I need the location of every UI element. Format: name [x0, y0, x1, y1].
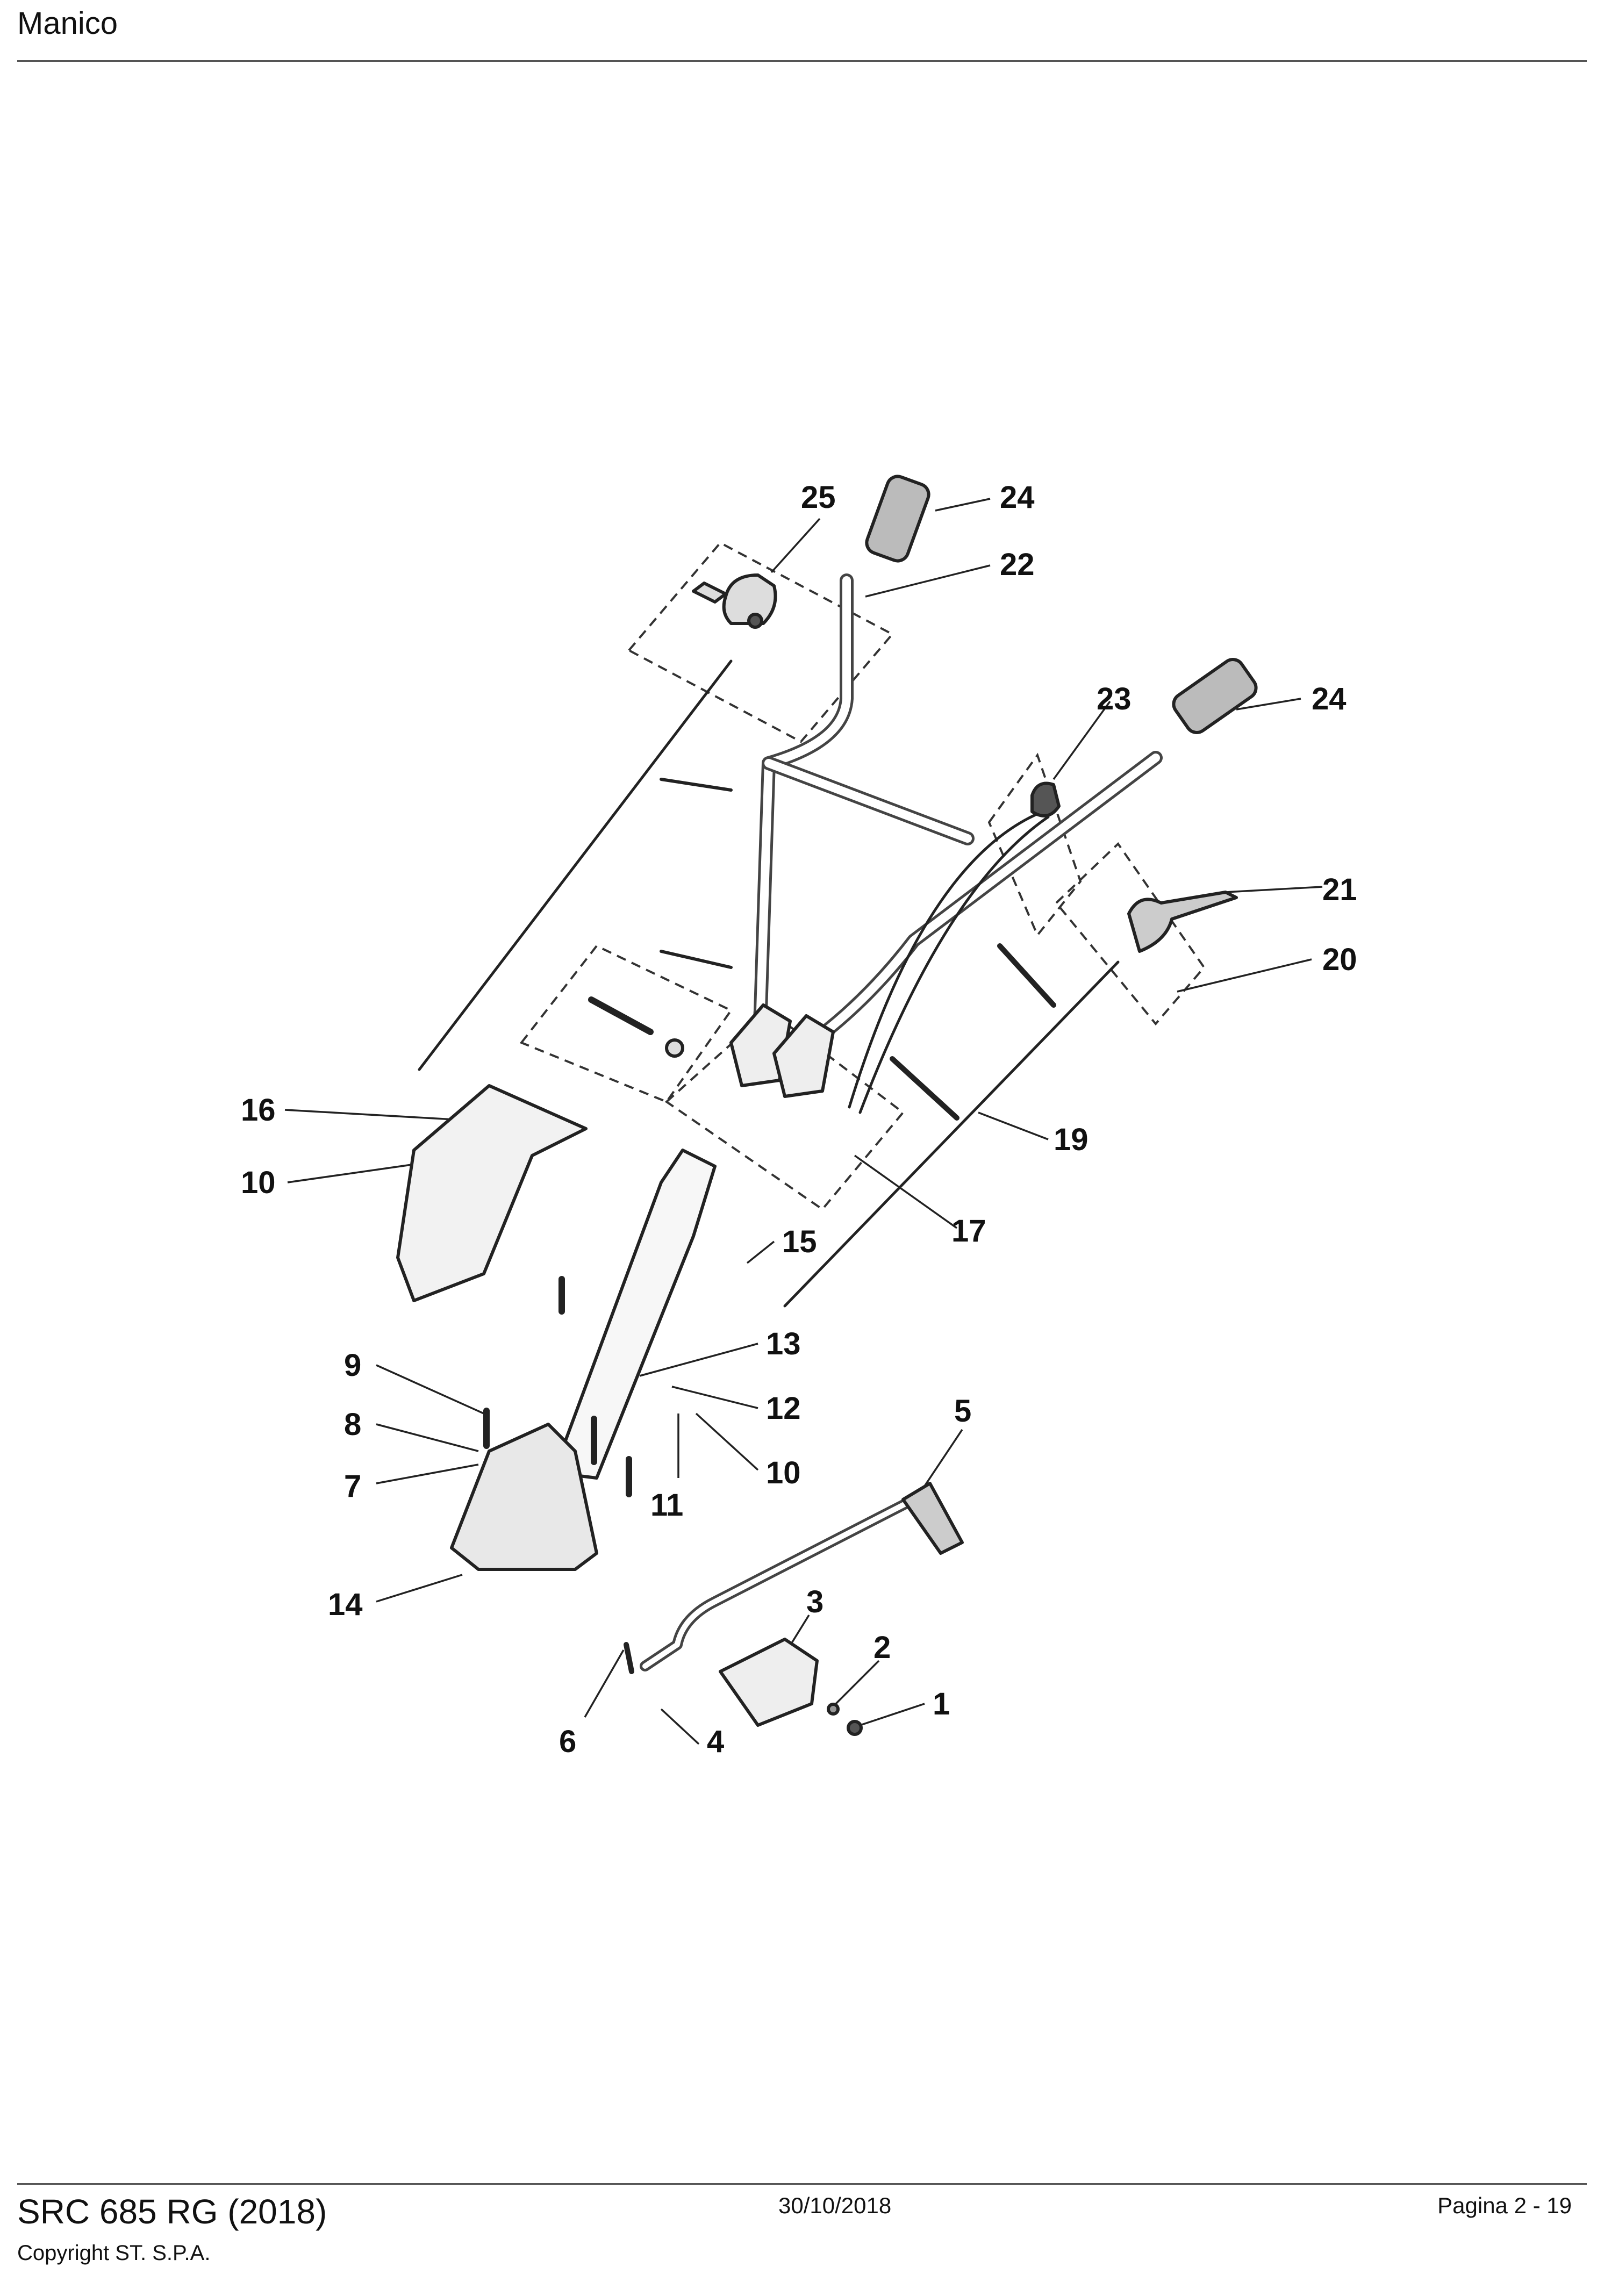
page-title: Manico: [17, 6, 118, 41]
leader-19: [978, 1111, 1049, 1140]
callout-15: 15: [782, 1224, 817, 1259]
leader-8: [376, 1423, 479, 1452]
switch-part: [1030, 781, 1061, 817]
leader-21: [1225, 886, 1323, 893]
leader-1: [860, 1703, 925, 1726]
bracket-part: [719, 1638, 819, 1727]
handle-washer-part: [665, 1038, 684, 1058]
tie-rod-lower: [660, 950, 733, 969]
handle-bolt-part: [588, 996, 654, 1035]
leader-12: [671, 1386, 758, 1409]
footer-copyright: Copyright ST. S.P.A.: [17, 2241, 211, 2265]
leader-7: [376, 1463, 479, 1484]
screw-1-part: [847, 1720, 863, 1736]
leader-16: [284, 1109, 474, 1122]
callout-2: 2: [873, 1630, 891, 1665]
leader-10b: [695, 1412, 759, 1471]
callout-23: 23: [1097, 681, 1132, 716]
callout-5: 5: [954, 1394, 971, 1429]
handle-cover-part: [396, 1084, 588, 1302]
control-cable-loop-2: [858, 815, 1050, 1114]
leader-24b: [1236, 698, 1301, 711]
leader-4: [660, 1708, 700, 1745]
callout-12: 12: [766, 1391, 801, 1426]
handlebar-right-tube-inner: [791, 754, 1160, 1058]
callout-4: 4: [707, 1724, 724, 1759]
leader-23: [1052, 700, 1111, 780]
group-box-21: [1055, 842, 1206, 1026]
grip-upper-part: [865, 475, 930, 563]
leader-5: [918, 1429, 963, 1495]
tie-rod-upper: [660, 778, 733, 792]
handlebar-left-tube: [753, 573, 854, 1060]
leader-24a: [935, 498, 991, 512]
throttle-knob-part: [747, 613, 763, 629]
callout-10-lower: 10: [766, 1455, 801, 1490]
leader-2: [835, 1660, 880, 1705]
throttle-cable-part: [418, 659, 733, 1071]
pin-6-part: [624, 1642, 634, 1674]
callout-3: 3: [806, 1584, 824, 1619]
grip-right-part: [1172, 658, 1258, 734]
callout-8: 8: [344, 1407, 361, 1442]
callout-7: 7: [344, 1469, 361, 1504]
throttle-lever-part: [692, 573, 777, 625]
callout-6: 6: [559, 1724, 576, 1759]
group-box-23: [987, 752, 1082, 937]
footer-page-number: Pagina 2 - 19: [1437, 2193, 1572, 2218]
gear-knob-part: [901, 1482, 964, 1555]
callout-24-upper: 24: [1000, 480, 1035, 515]
callout-14: 14: [328, 1587, 363, 1622]
leader-15: [746, 1240, 775, 1264]
gear-lever-part-inner: [642, 1497, 916, 1669]
callout-22: 22: [1000, 547, 1035, 582]
callout-17: 17: [951, 1214, 986, 1249]
handlebar-crossbar-inner: [764, 759, 972, 843]
drive-cable-part: [783, 960, 1120, 1308]
tie-rod-mid: [997, 943, 1056, 1008]
callout-16: 16: [241, 1093, 276, 1128]
callout-9: 9: [344, 1348, 361, 1383]
leader-22: [865, 564, 991, 598]
leader-25: [770, 518, 821, 573]
tie-rod-bottom: [890, 1056, 959, 1121]
leader-20: [1177, 958, 1312, 993]
leader-17: [854, 1154, 958, 1229]
clutch-lever-part: [1127, 891, 1238, 953]
callout-13: 13: [766, 1326, 801, 1361]
footer-divider: [17, 2183, 1587, 2185]
callout-19: 19: [1054, 1122, 1089, 1157]
callout-11: 11: [650, 1488, 683, 1523]
footer-model: SRC 685 RG (2018): [17, 2192, 327, 2231]
control-cable-loop: [848, 810, 1044, 1109]
header-divider: [17, 60, 1587, 62]
callout-1: 1: [933, 1687, 950, 1721]
handle-base-part: [450, 1423, 598, 1571]
handle-mount-plate-right: [772, 1014, 835, 1098]
callout-21: 21: [1322, 872, 1357, 907]
callout-10-upper: 10: [241, 1165, 276, 1200]
group-box-handle-mount: [519, 944, 733, 1103]
washer-2-part: [827, 1703, 840, 1716]
callout-20: 20: [1322, 942, 1357, 977]
leader-14: [376, 1574, 463, 1603]
callout-24-right: 24: [1312, 681, 1347, 716]
leader-6: [584, 1649, 625, 1718]
leader-9: [376, 1364, 484, 1415]
footer-date: 30/10/2018: [778, 2193, 892, 2218]
callout-25: 25: [801, 480, 836, 515]
handle-column-part: [552, 1149, 717, 1480]
leader-13: [639, 1343, 758, 1377]
